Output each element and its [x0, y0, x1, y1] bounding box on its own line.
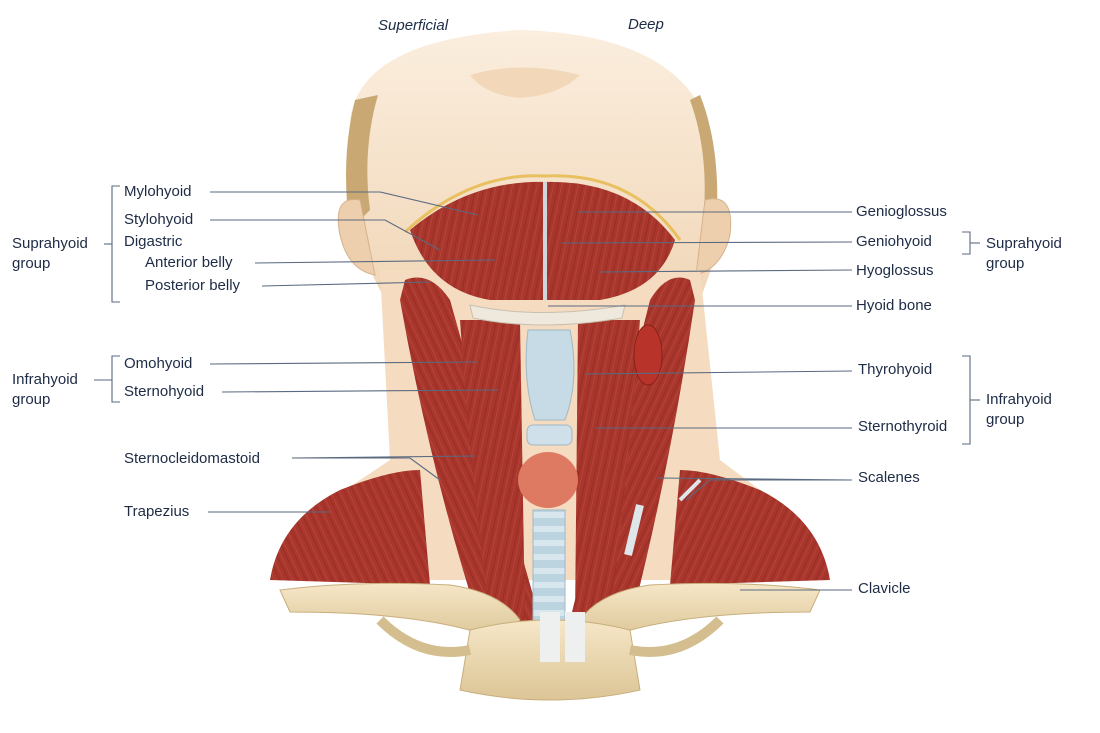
hair-right: [690, 95, 718, 230]
label-posterior-belly: Posterior belly: [145, 277, 241, 294]
trapezius-right: [670, 470, 830, 585]
label-stylohyoid: Stylohyoid: [124, 211, 194, 228]
label-scalenes: Scalenes: [858, 469, 920, 486]
trapezius-left: [270, 470, 430, 585]
infrahyoid-right: [575, 320, 640, 620]
label-mylohyoid: Mylohyoid: [124, 183, 192, 200]
label-genioglossus: Genioglossus: [856, 203, 947, 220]
group-suprahyoid-left-line1: Suprahyoid: [12, 235, 88, 252]
chin: [470, 67, 580, 98]
clavicle-right: [579, 582, 821, 641]
header-deep: Deep: [628, 16, 664, 33]
clavicle-left: [279, 582, 521, 641]
label-anterior-belly: Anterior belly: [145, 254, 233, 271]
thyroid-gland: [518, 452, 578, 508]
group-infrahyoid-left-line1: Infrahyoid: [12, 371, 78, 388]
group-infrahyoid-right-line1: Infrahyoid: [986, 391, 1052, 408]
label-digastric: Digastric: [124, 233, 183, 250]
suprahyoid-floor: [410, 181, 675, 300]
hair-left: [346, 95, 378, 230]
label-thyrohyoid: Thyrohyoid: [858, 361, 933, 378]
infrahyoid-left: [460, 320, 525, 620]
group-infrahyoid-left-line2: group: [12, 391, 51, 408]
group-suprahyoid-left-line2: group: [12, 255, 51, 272]
label-hyoglossus: Hyoglossus: [856, 262, 934, 279]
label-trapezius: Trapezius: [124, 503, 190, 520]
group-suprahyoid-right-line1: Suprahyoid: [986, 235, 1062, 252]
label-sternohyoid: Sternohyoid: [124, 383, 205, 400]
group-suprahyoid-left: Suprahyoid group: [12, 234, 88, 274]
thyroid-cartilage: [525, 329, 575, 421]
label-omohyoid: Omohyoid: [124, 355, 193, 372]
group-infrahyoid-right: Infrahyoid group: [986, 390, 1052, 430]
ear-left: [337, 198, 376, 276]
group-infrahyoid-right-line2: group: [986, 411, 1025, 428]
label-geniohyoid: Geniohyoid: [856, 233, 932, 250]
cricoid: [526, 424, 573, 446]
trachea: [532, 509, 566, 626]
group-suprahyoid-right: Suprahyoid group: [986, 234, 1062, 274]
label-hyoid-bone: Hyoid bone: [856, 297, 932, 314]
label-clavicle: Clavicle: [858, 580, 911, 597]
group-suprahyoid-right-line2: group: [986, 255, 1025, 272]
hyoid: [469, 304, 626, 326]
label-sternothyroid: Sternothyroid: [858, 418, 948, 435]
leader-lines: [94, 185, 980, 591]
group-infrahyoid-left: Infrahyoid group: [12, 370, 78, 410]
header-superficial: Superficial: [378, 17, 449, 34]
label-sternocleidomastoid: Sternocleidomastoid: [124, 450, 260, 467]
